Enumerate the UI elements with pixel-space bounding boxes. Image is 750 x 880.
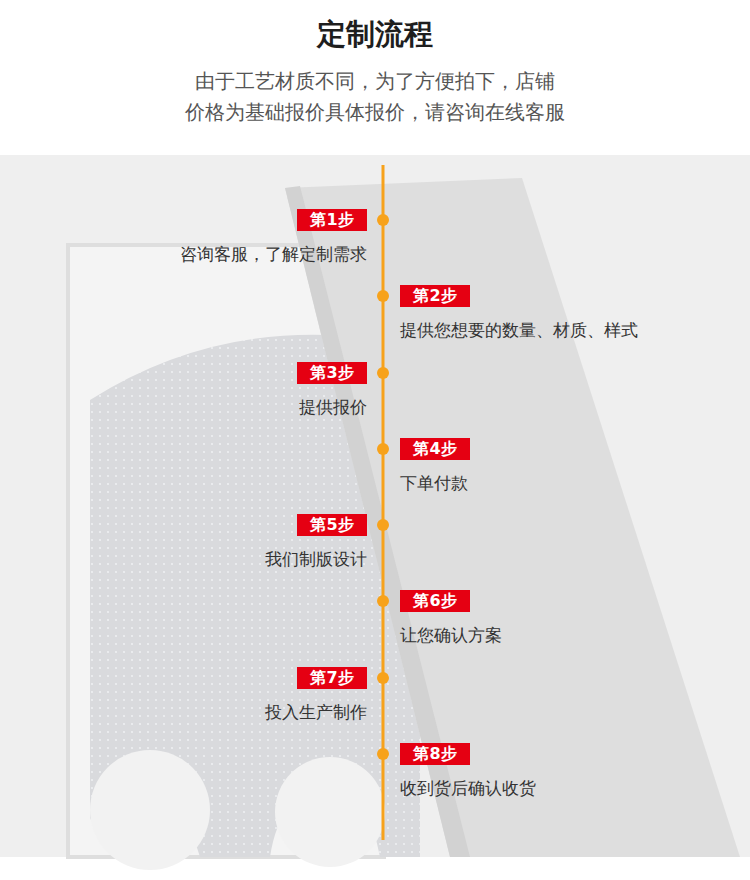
step-node: 第6步让您确认方案 <box>400 590 502 647</box>
timeline-dot <box>377 290 389 302</box>
step-description: 咨询客服，了解定制需求 <box>180 242 367 266</box>
gray-panel <box>0 155 750 857</box>
timeline-dot <box>377 443 389 455</box>
step-node: 第8步收到货后确认收货 <box>400 743 536 800</box>
timeline-dot <box>377 519 389 531</box>
step-node: 第2步提供您想要的数量、材质、样式 <box>400 285 638 342</box>
step-badge: 第4步 <box>400 438 470 460</box>
step-description: 投入生产制作 <box>265 700 367 724</box>
step-node: 第7步投入生产制作 <box>265 667 367 724</box>
step-description: 让您确认方案 <box>400 623 502 647</box>
title: 定制流程 <box>0 14 750 54</box>
step-description: 我们制版设计 <box>265 547 367 571</box>
step-description: 提供您想要的数量、材质、样式 <box>400 318 638 342</box>
step-node: 第4步下单付款 <box>400 438 470 495</box>
step-node: 第5步我们制版设计 <box>265 514 367 571</box>
timeline-dot <box>377 367 389 379</box>
step-description: 下单付款 <box>400 471 468 495</box>
step-node: 第3步提供报价 <box>297 362 367 419</box>
box-lid <box>285 178 740 857</box>
ear-hole <box>275 757 385 867</box>
step-description: 提供报价 <box>299 395 367 419</box>
timeline-dot <box>377 672 389 684</box>
timeline-dot <box>377 748 389 760</box>
ear-hole <box>90 750 210 870</box>
timeline <box>382 165 385 840</box>
box-lid-edge <box>285 186 470 857</box>
step-badge: 第1步 <box>297 209 367 231</box>
step-badge: 第5步 <box>297 514 367 536</box>
step-node: 第1步咨询客服，了解定制需求 <box>180 209 367 266</box>
step-description: 收到货后确认收货 <box>400 776 536 800</box>
step-badge: 第3步 <box>297 362 367 384</box>
step-badge: 第6步 <box>400 590 470 612</box>
step-badge: 第8步 <box>400 743 470 765</box>
step-badge: 第7步 <box>297 667 367 689</box>
timeline-dot <box>377 214 389 226</box>
caption: 由于工艺材质不同，为了方便拍下，店铺 价格为基础报价具体报价，请咨询在线客服 <box>155 66 595 128</box>
timeline-dot <box>377 595 389 607</box>
timeline-dots <box>377 214 389 760</box>
step-badge: 第2步 <box>400 285 470 307</box>
